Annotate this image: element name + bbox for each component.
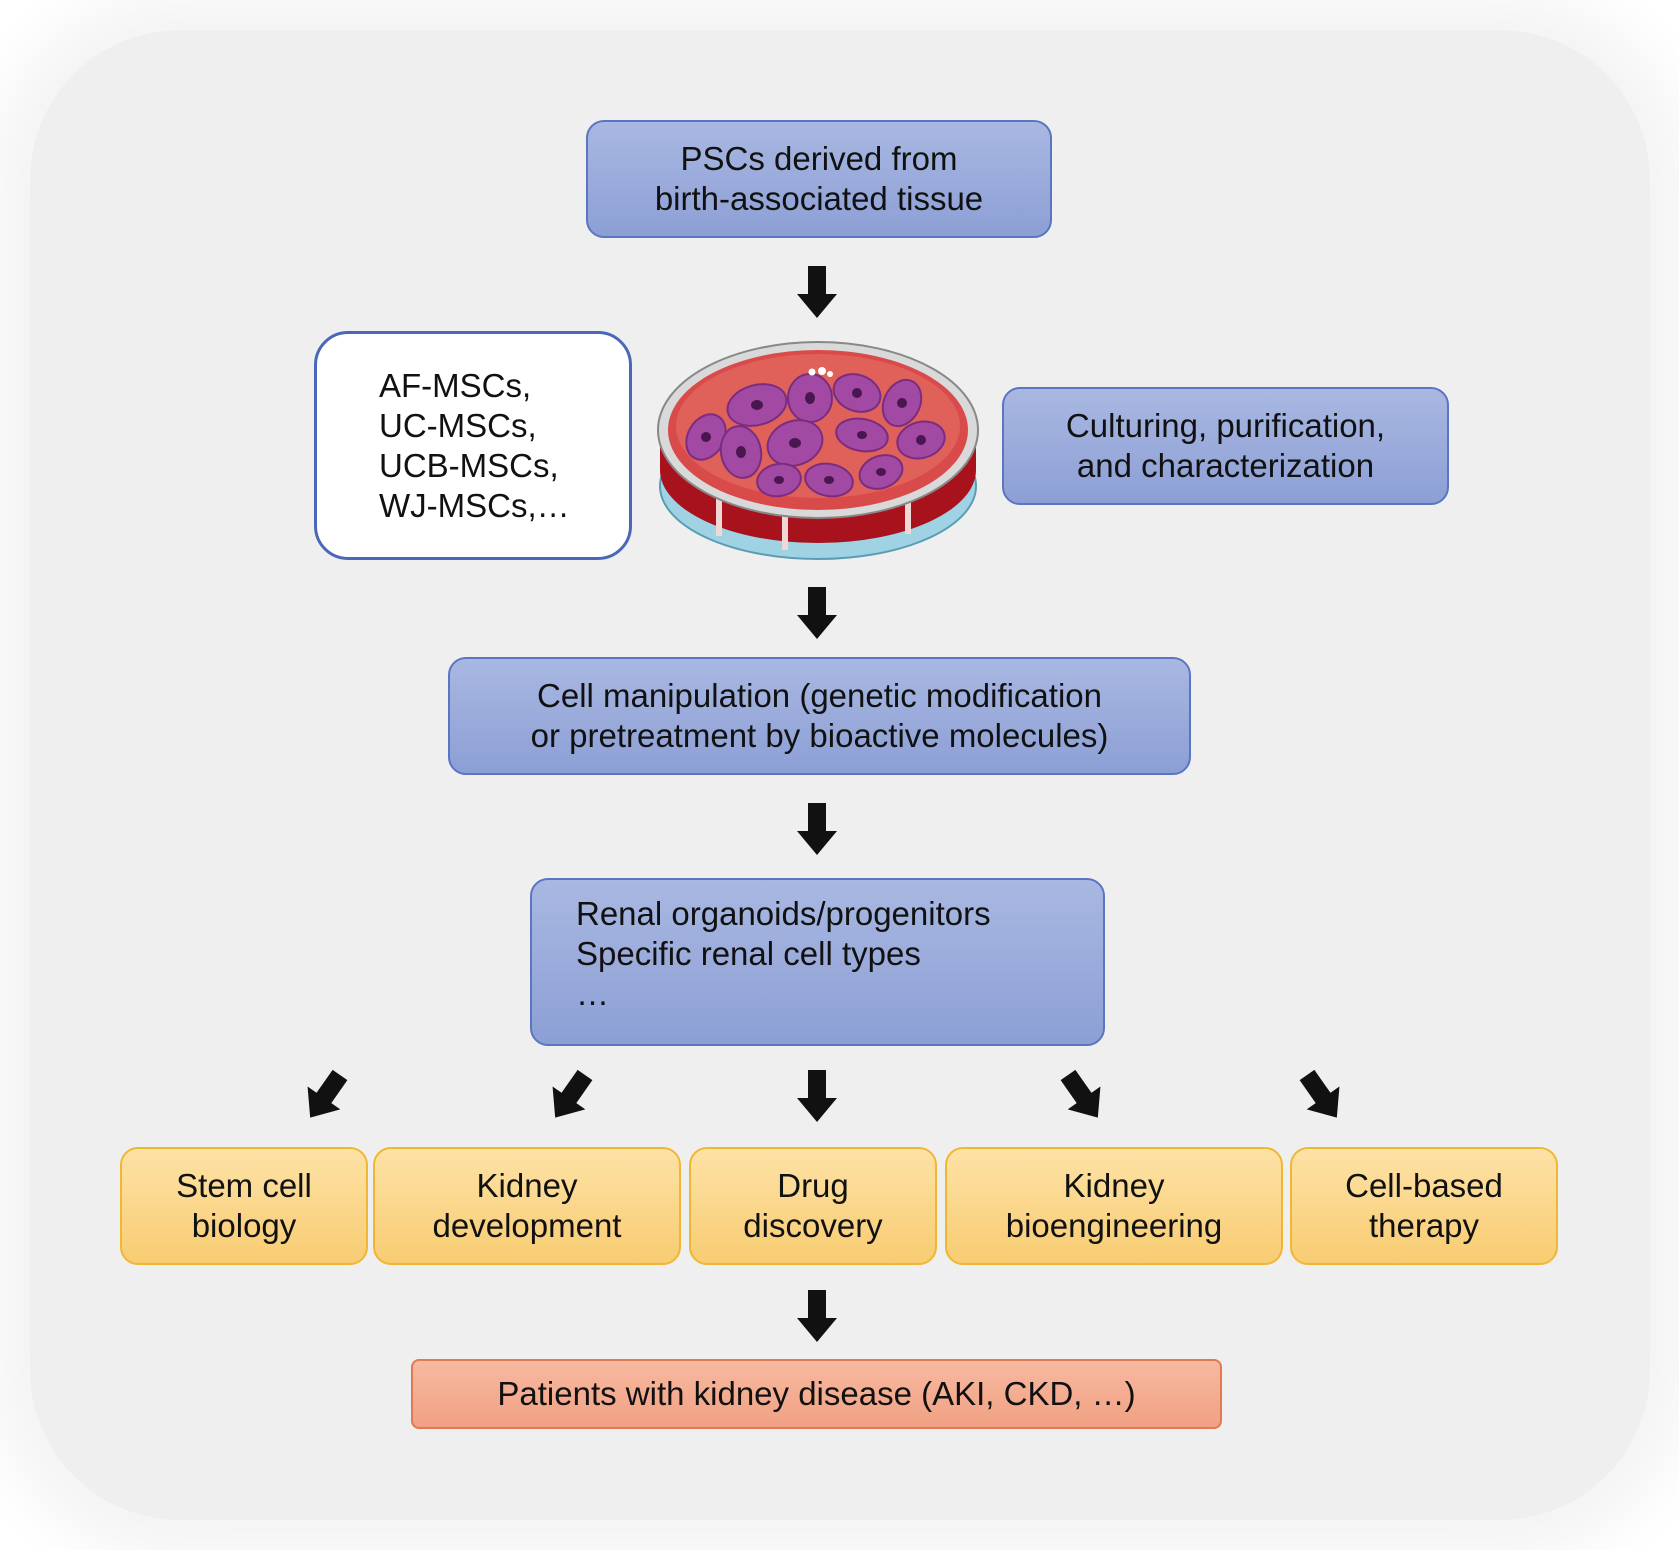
source-box-line-1: PSCs derived from — [680, 140, 958, 177]
down-arrow-icon — [797, 803, 837, 855]
application-label-line: Stem cell — [176, 1167, 312, 1204]
petri-dish-with-cells-icon — [657, 341, 979, 560]
application-label-line: biology — [191, 1207, 297, 1244]
application-box-drug-discovery: Drug discovery — [689, 1147, 937, 1265]
renal-output-line-3: … — [576, 975, 609, 1012]
application-label-line: development — [432, 1207, 622, 1244]
down-right-arrow-icon — [1051, 1063, 1115, 1130]
patients-label: Patients with kidney disease (AKI, CKD, … — [497, 1375, 1136, 1412]
diagram-background — [30, 30, 1650, 1520]
source-box-line-2: birth-associated tissue — [654, 180, 984, 217]
application-box-kidney-development: Kidney development — [373, 1147, 681, 1265]
application-box-kidney-bioengineering: Kidney bioengineering — [945, 1147, 1283, 1265]
down-arrow-icon — [797, 1290, 837, 1342]
application-box-cell-based-therapy: Cell-based therapy — [1290, 1147, 1558, 1265]
down-arrow-icon — [797, 587, 837, 639]
patients-box: Patients with kidney disease (AKI, CKD, … — [411, 1359, 1222, 1429]
down-right-arrow-icon — [1290, 1063, 1354, 1130]
application-label-line: bioengineering — [1005, 1207, 1223, 1244]
down-arrow-icon — [797, 1070, 837, 1122]
renal-output-box: Renal organoids/progenitors Specific ren… — [530, 878, 1105, 1046]
application-label-line: Drug — [777, 1167, 849, 1204]
source-box: PSCs derived from birth-associated tissu… — [586, 120, 1052, 238]
msc-list-box: AF-MSCs, UC-MSCs, UCB-MSCs, WJ-MSCs,… — [314, 331, 632, 560]
application-label-line: Kidney — [476, 1167, 578, 1204]
manipulation-box: Cell manipulation (genetic modification … — [448, 657, 1191, 775]
msc-list-item: UCB-MSCs, — [379, 446, 559, 484]
application-label-line: therapy — [1368, 1207, 1480, 1244]
culture-box-line-1: Culturing, purification, — [1065, 407, 1386, 444]
down-left-arrow-icon — [538, 1063, 602, 1130]
down-left-arrow-icon — [293, 1063, 357, 1130]
culture-box: Culturing, purification, and characteriz… — [1002, 387, 1449, 505]
culture-box-line-2: and characterization — [1076, 447, 1375, 484]
msc-list-item: WJ-MSCs,… — [379, 486, 570, 524]
manipulation-box-line-1: Cell manipulation (genetic modification — [537, 677, 1102, 714]
application-label-line: Cell-based — [1345, 1167, 1503, 1204]
renal-output-line-1: Renal organoids/progenitors — [576, 895, 991, 932]
down-arrow-icon — [797, 266, 837, 318]
renal-output-line-2: Specific renal cell types — [576, 935, 921, 972]
application-box-stem-cell-biology: Stem cell biology — [120, 1147, 368, 1265]
msc-list-item: UC-MSCs, — [379, 406, 537, 444]
msc-list-item: AF-MSCs, — [379, 366, 532, 404]
application-label-line: Kidney — [1063, 1167, 1165, 1204]
manipulation-box-line-2: or pretreatment by bioactive molecules) — [530, 717, 1109, 754]
application-label-line: discovery — [743, 1207, 883, 1244]
